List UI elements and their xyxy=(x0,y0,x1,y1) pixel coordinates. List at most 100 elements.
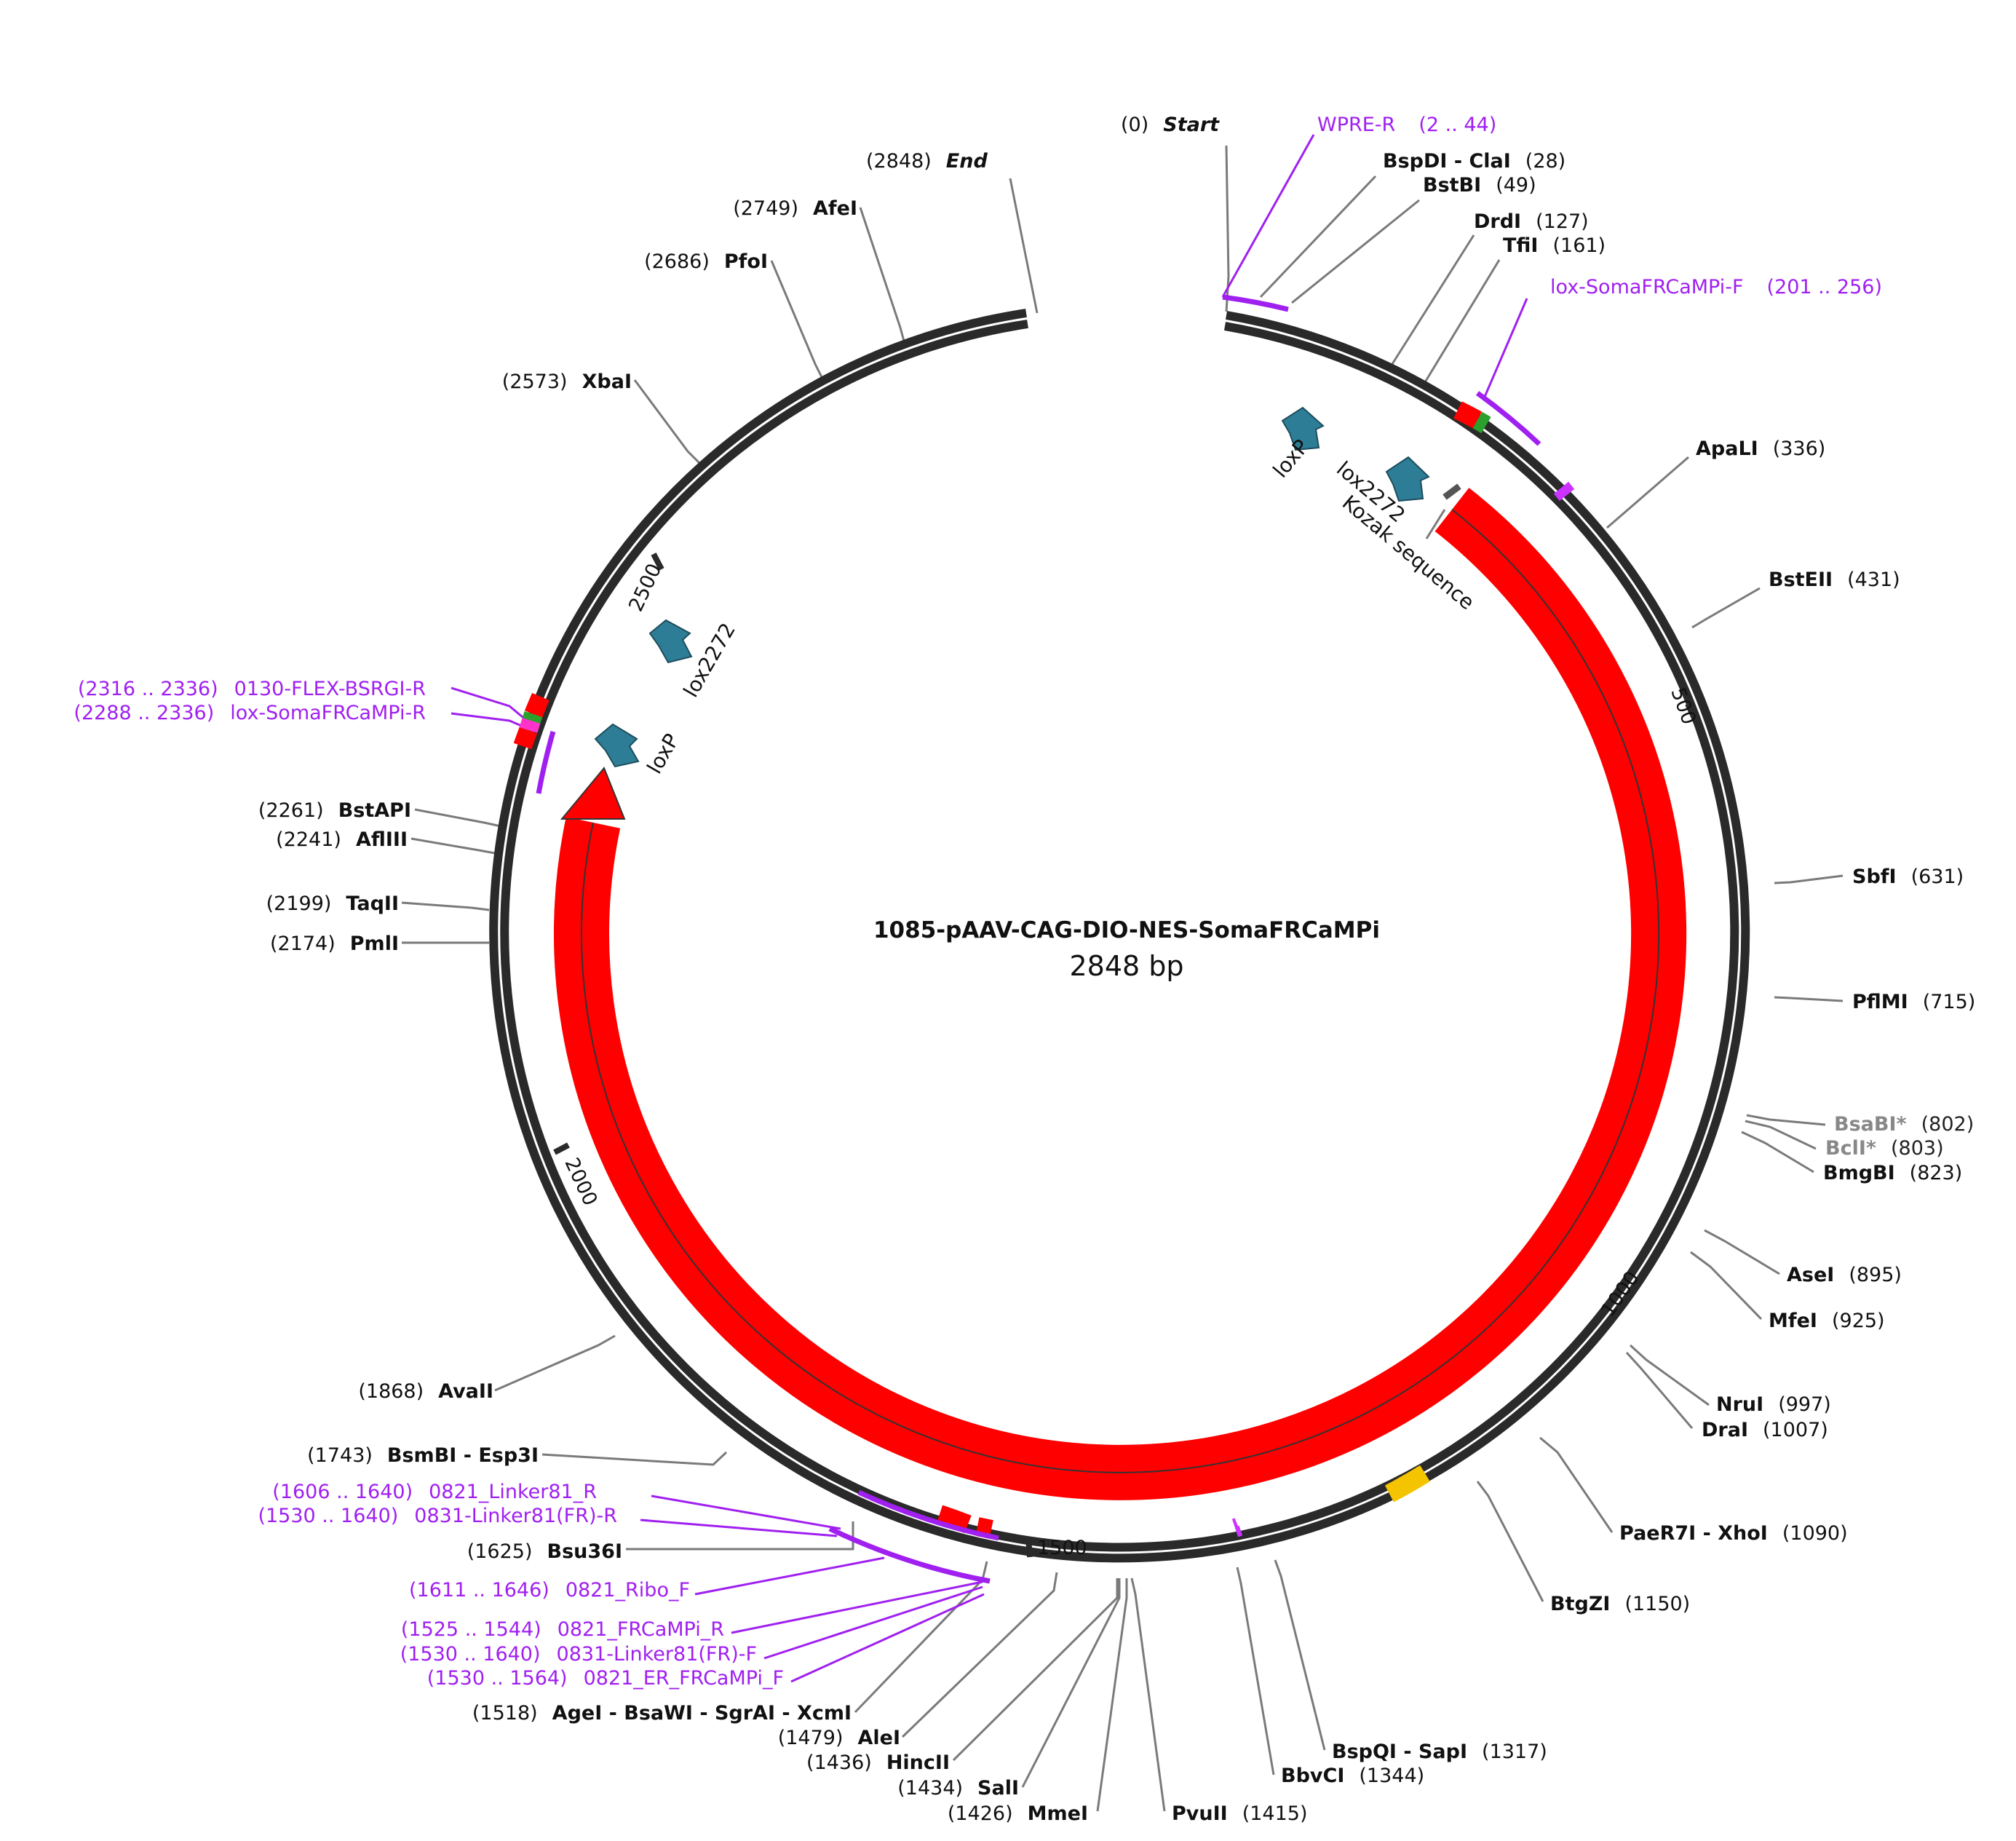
lox2272-top-arrow xyxy=(1385,456,1430,502)
tick-1000: 1000 xyxy=(1597,1267,1644,1321)
primer-leader-line xyxy=(1483,298,1528,397)
enzyme-label[interactable]: AseI(895) xyxy=(1787,1264,1902,1286)
enzyme-label[interactable]: BstEII(431) xyxy=(1769,569,1900,591)
primer-leader-line xyxy=(763,1585,983,1660)
enzyme-label[interactable]: BsaBI*(802) xyxy=(1834,1113,1974,1136)
leader-line xyxy=(1391,234,1475,365)
leader-line xyxy=(1690,1251,1763,1321)
primer-label[interactable]: (2288 .. 2336)lox-SomaFRCaMPi-R xyxy=(74,702,426,724)
enzyme-label[interactable]: BbvCI(1344) xyxy=(1281,1765,1424,1787)
primer-leader-line xyxy=(640,1519,838,1537)
leader-line xyxy=(1425,509,1446,539)
loxp-left-label: loxP xyxy=(642,729,683,777)
primer-leader-line xyxy=(1221,134,1315,298)
enzyme-label[interactable]: (1743)BsmBI - Esp3I xyxy=(307,1444,539,1467)
enzyme-label[interactable]: BtgZI(1150) xyxy=(1550,1593,1690,1615)
enzyme-label[interactable]: (1868)AvaII xyxy=(358,1380,493,1403)
primer-leader-line xyxy=(731,1580,983,1634)
enzyme-label[interactable]: BspQI - SapI(1317) xyxy=(1332,1741,1547,1763)
leader-line xyxy=(1629,1344,1710,1406)
enzyme-label[interactable]: BspDI - ClaI(28) xyxy=(1383,150,1565,173)
enzyme-label[interactable]: (1518)AgeI - BsaWI - SgrAI - XcmI xyxy=(472,1702,852,1725)
enzyme-label[interactable]: (1426)MmeI xyxy=(948,1802,1088,1825)
primer-label[interactable]: (1530 .. 1640)0831-Linker81(FR)-F xyxy=(400,1643,757,1666)
leader-line xyxy=(1539,1436,1614,1533)
leader-line xyxy=(541,1451,728,1466)
enzyme-label[interactable]: ApaLI(336) xyxy=(1696,438,1825,460)
backbone xyxy=(489,309,1750,1563)
enzyme-label[interactable]: (1434)SalI xyxy=(897,1777,1019,1800)
primer-label[interactable]: (2316 .. 2336)0130-FLEX-BSRGI-R xyxy=(78,678,426,700)
primer-label[interactable]: lox-SomaFRCaMPi-F(201 .. 256) xyxy=(1550,276,1882,298)
loxp-left-arrow xyxy=(594,723,640,768)
leader-line xyxy=(1704,1229,1780,1275)
leader-line xyxy=(1021,1578,1121,1788)
primer-label[interactable]: WPRE-R(2 .. 44) xyxy=(1317,114,1496,136)
start-label: (0)Start xyxy=(1121,114,1220,136)
enzyme-label[interactable]: (2686)PfoI xyxy=(644,250,768,273)
leader-line xyxy=(1606,456,1689,529)
enzyme-label[interactable]: TfiI(161) xyxy=(1503,234,1606,257)
enzyme-label[interactable]: PaeR7I - XhoI(1090) xyxy=(1619,1522,1848,1545)
leader-lines xyxy=(401,134,1844,1812)
scale-ticks xyxy=(553,553,1703,1558)
leader-line xyxy=(1476,1481,1544,1602)
feature-arrows xyxy=(594,406,1461,768)
enzyme-label[interactable]: SbfI(631) xyxy=(1852,866,1964,888)
primer-label[interactable]: (1606 .. 1640)0821_Linker81_R xyxy=(272,1481,597,1503)
leader-line xyxy=(952,1578,1119,1762)
leader-line xyxy=(626,1521,854,1551)
leader-line xyxy=(1691,587,1761,629)
leader-line xyxy=(401,901,490,911)
leader-line xyxy=(494,1334,616,1392)
enzyme-label[interactable]: (2261)BstAPI xyxy=(258,799,411,822)
enzyme-label[interactable]: (1479)AleI xyxy=(778,1727,900,1749)
enzyme-label[interactable]: MfeI(925) xyxy=(1769,1310,1885,1332)
enzyme-labels: BspDI - ClaI(28) BstBI(49) DrdI(127) Tfi… xyxy=(258,150,1975,1825)
enzyme-label[interactable]: (2174)PmlI xyxy=(270,933,399,955)
primer-label[interactable]: (1611 .. 1646)0821_Ribo_F xyxy=(409,1579,690,1602)
tick-1500: 1500 xyxy=(1037,1537,1087,1559)
leader-line xyxy=(1424,259,1501,383)
primer-label[interactable]: (1525 .. 1544)0821_FRCaMPi_R xyxy=(401,1618,724,1641)
leader-line xyxy=(1259,175,1377,298)
enzyme-label[interactable]: BstBI(49) xyxy=(1423,174,1536,197)
primer-leader-line xyxy=(694,1556,885,1596)
plasmid-length: 2848 bp xyxy=(1069,950,1183,982)
leader-line xyxy=(1745,1120,1817,1150)
svg-text:(2848)End: (2848)End xyxy=(866,150,988,173)
enzyme-label[interactable]: (2241)AflIII xyxy=(276,828,408,851)
leader-line xyxy=(770,260,824,379)
enzyme-label[interactable]: DrdI(127) xyxy=(1474,210,1589,233)
enzyme-label[interactable]: DraI(1007) xyxy=(1702,1419,1828,1441)
enzyme-label[interactable]: (2749)AfeI xyxy=(733,197,857,220)
enzyme-label[interactable]: (1436)HincII xyxy=(806,1751,950,1774)
leader-line xyxy=(1274,1559,1326,1751)
enzyme-label[interactable]: (2199)TaqII xyxy=(266,892,399,915)
enzyme-label[interactable]: (2573)XbaI xyxy=(502,371,632,393)
primer-leader-line xyxy=(651,1494,841,1530)
leader-line xyxy=(1746,1114,1826,1126)
svg-text:(0)Start: (0)Start xyxy=(1121,114,1220,136)
lox2272-left-arrow xyxy=(648,619,693,664)
enzyme-label[interactable]: BclI*(803) xyxy=(1825,1137,1944,1160)
feature-labels: loxP lox2272 Kozak sequence lox2272 loxP xyxy=(642,435,1479,777)
leader-line xyxy=(1130,1577,1166,1812)
primer-label[interactable]: (1530 .. 1640)0831-Linker81(FR)-R xyxy=(258,1505,617,1527)
primer-arcs xyxy=(536,294,1541,1584)
end-label: (2848)End xyxy=(866,150,988,173)
enzyme-label[interactable]: BmgBI(823) xyxy=(1823,1162,1962,1184)
enzyme-label[interactable]: PflMI(715) xyxy=(1852,991,1975,1013)
enzyme-label[interactable]: PvuII(1415) xyxy=(1172,1802,1307,1825)
primer-leader-line xyxy=(790,1593,985,1683)
lox2272-left-label: lox2272 xyxy=(678,619,740,701)
enzyme-label[interactable]: (1625)Bsu36I xyxy=(467,1540,622,1563)
primer-label[interactable]: (1530 .. 1564)0821_ER_FRCaMPi_F xyxy=(427,1667,784,1690)
plasmid-name: 1085-pAAV-CAG-DIO-NES-SomaFRCaMPi xyxy=(873,917,1380,943)
leader-line xyxy=(633,379,704,467)
leader-line xyxy=(1625,1351,1694,1429)
leader-line xyxy=(1741,1131,1814,1173)
enzyme-label[interactable]: NruI(997) xyxy=(1716,1393,1831,1416)
leader-line xyxy=(1009,178,1039,314)
